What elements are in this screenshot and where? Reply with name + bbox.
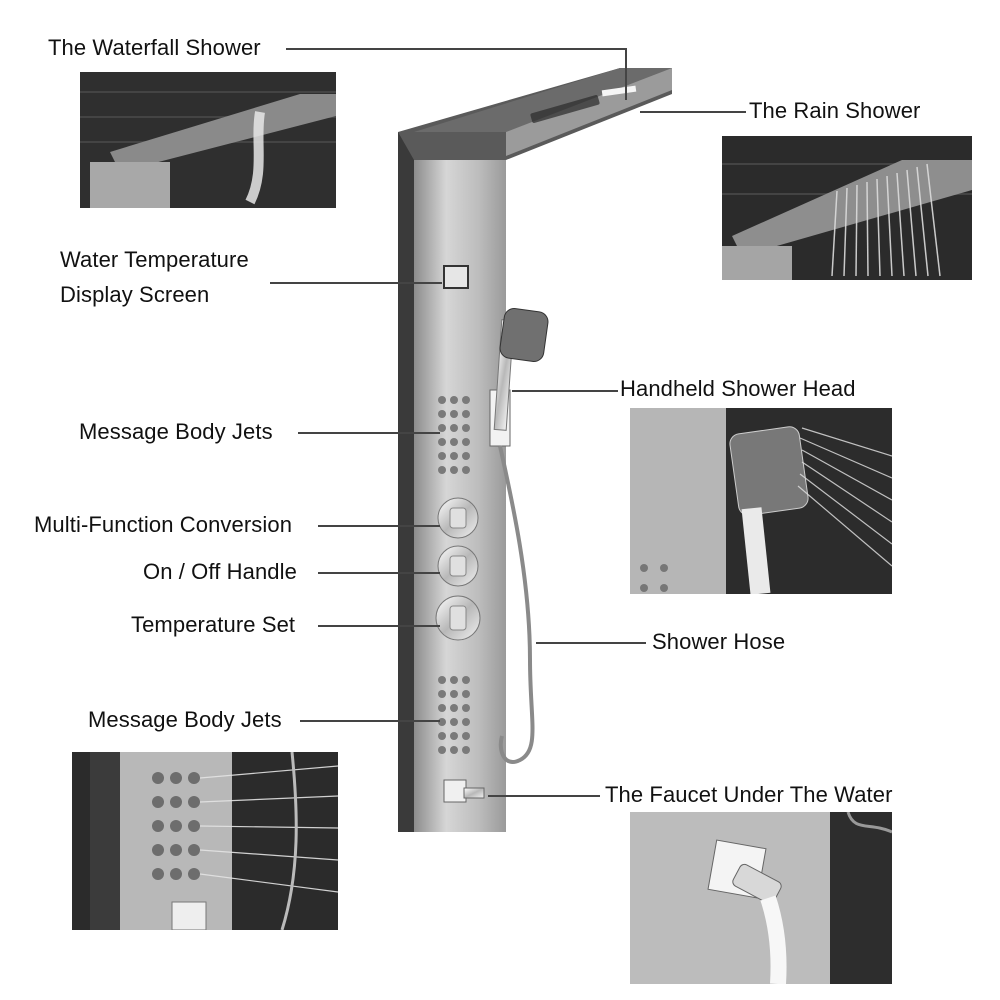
label-temp-display-line1: Water Temperature: [60, 247, 249, 272]
body-jets-inset-photo: [72, 752, 338, 930]
label-on-off-handle: On / Off Handle: [143, 559, 297, 584]
label-faucet-under-water: The Faucet Under The Water: [605, 782, 893, 807]
temperature-display-screen: [443, 265, 469, 289]
leader-hose: [536, 642, 646, 644]
label-multi-function-conversion: Multi-Function Conversion: [34, 512, 293, 537]
shower-hose: [498, 445, 535, 764]
leader-temp-display: [270, 282, 442, 284]
temperature-set-knob: [435, 595, 481, 641]
leader-faucet: [488, 795, 600, 797]
leader-onoff: [318, 572, 440, 574]
label-temperature-set: Temperature Set: [131, 612, 296, 637]
rain-inset-photo: [722, 136, 972, 280]
upper-body-jets: [438, 396, 470, 474]
waterfall-inset-photo: [80, 72, 336, 208]
leader-jets-lower: [300, 720, 440, 722]
label-rain-shower: The Rain Shower: [749, 98, 921, 123]
on-off-knob: [437, 545, 479, 587]
leader-jets-upper: [298, 432, 440, 434]
faucet-inset-photo: [630, 812, 892, 984]
lower-body-jets: [438, 676, 470, 754]
handheld-inset-photo: [630, 408, 892, 594]
tub-faucet: [443, 779, 485, 803]
leader-waterfall-drop: [625, 48, 627, 100]
leader-multifunction: [318, 525, 440, 527]
label-handheld-shower-head: Handheld Shower Head: [620, 376, 856, 401]
label-body-jets-lower: Message Body Jets: [88, 707, 282, 732]
leader-temp-set: [318, 625, 440, 627]
leader-waterfall: [286, 48, 626, 50]
label-waterfall-shower: The Waterfall Shower: [48, 35, 261, 60]
leader-rain: [640, 111, 746, 113]
label-body-jets-upper: Message Body Jets: [79, 419, 273, 444]
label-shower-hose: Shower Hose: [652, 629, 786, 654]
multi-function-knob: [437, 497, 479, 539]
handheld-shower-head: [489, 307, 549, 447]
leader-handheld: [512, 390, 618, 392]
label-temp-display-line2: Display Screen: [60, 282, 210, 307]
shower-panel-illustration: [398, 68, 672, 832]
